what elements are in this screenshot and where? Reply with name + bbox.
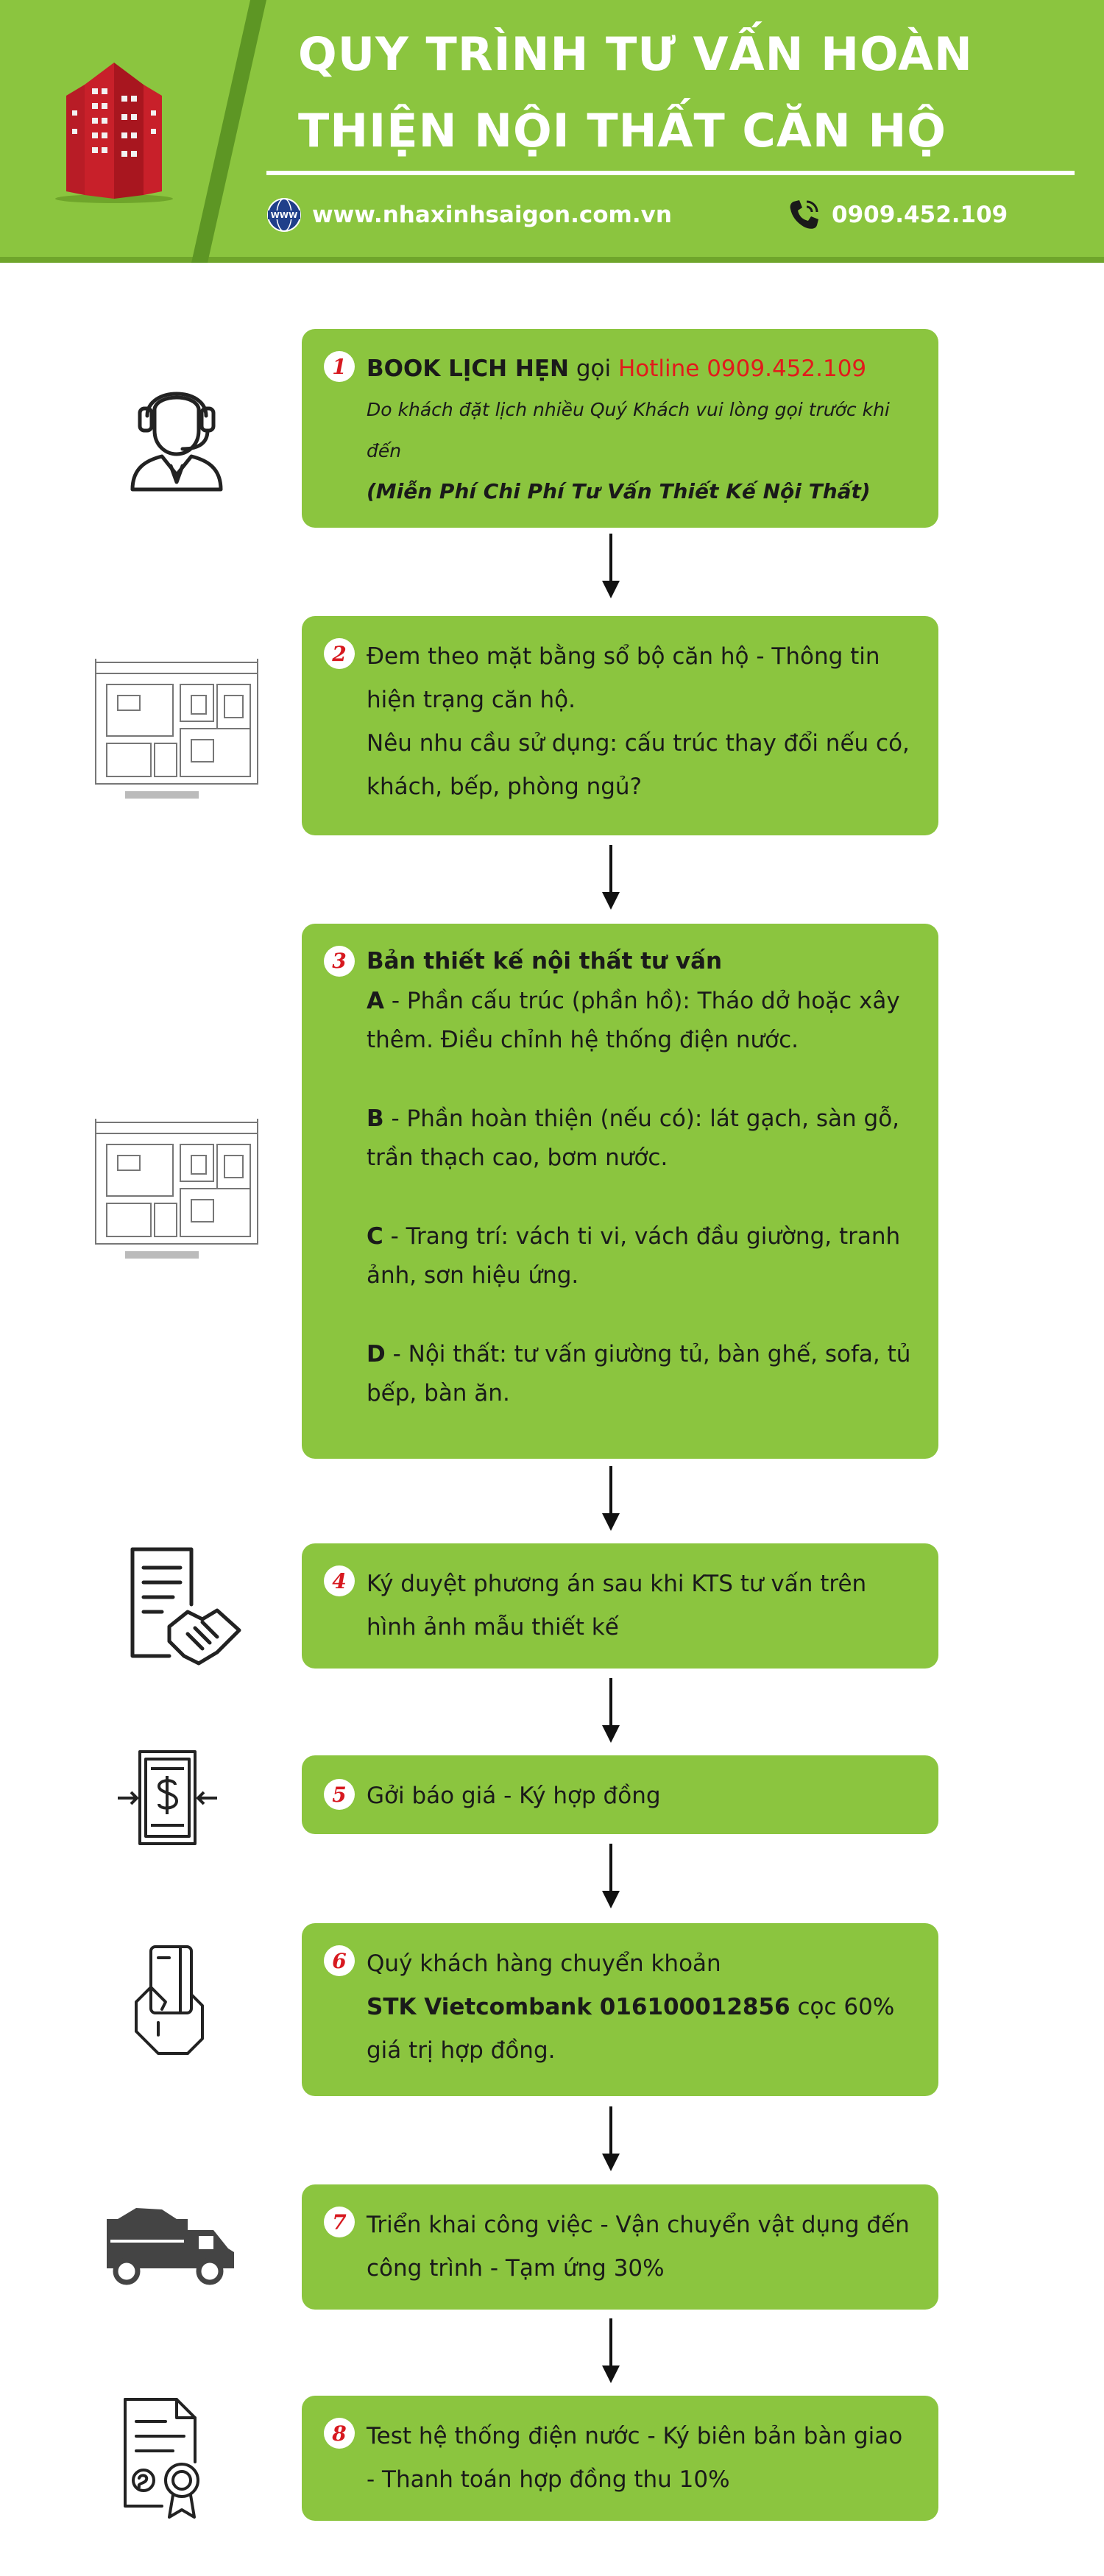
title-line-1: QUY TRÌNH TƯ VẤN HOÀN — [298, 27, 973, 81]
step-1-note: Do khách đặt lịch nhiều Quý Khách vui lò… — [367, 399, 890, 461]
phone-link[interactable]: 0909.452.109 — [786, 197, 1008, 233]
website-link[interactable]: WWW www.nhaxinhsaigon.com.vn — [266, 197, 672, 233]
step-7-box: 7 Triển khai công việc - Vận chuyển vật … — [302, 2184, 938, 2310]
headset-agent-icon — [130, 392, 223, 492]
step-1-headline: BOOK LỊCH HẸN gọi Hotline 0909.452.109 — [367, 348, 918, 389]
step-number: 8 — [324, 2418, 355, 2449]
title-line-2: THIỆN NỘI THẤT CĂN HỘ — [298, 104, 946, 158]
hotline-link[interactable]: Hotline 0909.452.109 — [618, 355, 867, 382]
step-5-text: Gởi báo giá - Ký hợp đồng — [367, 1783, 661, 1809]
step-2-line-2: Nêu nhu cầu sử dụng: cấu trúc thay đổi n… — [367, 730, 910, 800]
website-text: www.nhaxinhsaigon.com.vn — [312, 202, 672, 228]
contract-handshake-icon — [130, 1547, 241, 1666]
step-3-item-b: B - Phần hoàn thiện (nếu có): lát gạch, … — [367, 1105, 900, 1172]
step-3-title: Bản thiết kế nội thất tư vấn — [367, 948, 723, 974]
step-3-item-d: D - Nội thất: tư vấn giường tủ, bàn ghế,… — [367, 1340, 911, 1407]
step-number: 2 — [324, 638, 355, 669]
step-7-text: Triển khai công việc - Vận chuyển vật dụ… — [367, 2212, 910, 2282]
step-3-item-a: A - Phần cấu trúc (phần hồ): Tháo dở hoặ… — [367, 987, 900, 1054]
step-4-text: Ký duyệt phương án sau khi KTS tư vấn tr… — [367, 1571, 867, 1641]
down-arrow-icon — [602, 1678, 620, 1743]
step-3-box: 3 Bản thiết kế nội thất tư vấn A - Phần … — [302, 924, 938, 1459]
step-1-free: (Miễn Phí Chi Phí Tư Vấn Thiết Kế Nội Th… — [367, 479, 871, 503]
step-6-line-2: STK Vietcombank 016100012856 cọc 60% giá… — [367, 1994, 895, 2064]
step-2-box: 2 Đem theo mặt bằng sổ bộ căn hộ - Thông… — [302, 616, 938, 835]
down-arrow-icon — [602, 2318, 620, 2383]
header-divider-stripe — [191, 0, 266, 263]
step-number: 7 — [324, 2207, 355, 2237]
bank-account: STK Vietcombank 016100012856 — [367, 1994, 790, 2020]
call-label: gọi — [569, 355, 618, 382]
step-number: 5 — [324, 1779, 355, 1810]
step-5-box: 5 Gởi báo giá - Ký hợp đồng — [302, 1755, 938, 1834]
step-6-box: 6 Quý khách hàng chuyển khoản STK Vietco… — [302, 1923, 938, 2096]
page-title: QUY TRÌNH TƯ VẤN HOÀN THIỆN NỘI THẤT CĂN… — [298, 16, 1093, 169]
step-number: 3 — [324, 946, 355, 977]
floor-plan-icon — [95, 1119, 258, 1259]
down-arrow-icon — [602, 1844, 620, 1908]
step-2-line-1: Đem theo mặt bằng sổ bộ căn hộ - Thông t… — [367, 643, 880, 713]
down-arrow-icon — [602, 534, 620, 598]
header-banner: QUY TRÌNH TƯ VẤN HOÀN THIỆN NỘI THẤT CĂN… — [0, 0, 1104, 263]
certificate-icon — [124, 2398, 199, 2519]
globe-www-icon: WWW — [267, 198, 301, 232]
step-number: 4 — [324, 1565, 355, 1596]
down-arrow-icon — [602, 1466, 620, 1531]
down-arrow-icon — [602, 845, 620, 910]
book-appointment-label: BOOK LỊCH HẸN — [367, 355, 569, 382]
building-logo-icon — [55, 63, 173, 203]
truck-icon — [107, 2208, 234, 2285]
invoice-dollar-icon — [118, 1750, 217, 1845]
floor-plan-icon — [95, 659, 258, 799]
step-4-box: 4 Ký duyệt phương án sau khi KTS tư vấn … — [302, 1543, 938, 1669]
card-payment-icon — [135, 1945, 204, 2055]
down-arrow-icon — [602, 2106, 620, 2171]
title-underline — [266, 171, 1075, 175]
step-8-box: 8 Test hệ thống điện nước - Ký biên bản … — [302, 2396, 938, 2521]
step-1-box: 1 BOOK LỊCH HẸN gọi Hotline 0909.452.109… — [302, 329, 938, 528]
www-label: WWW — [271, 210, 297, 220]
step-8-text: Test hệ thống điện nước - Ký biên bản bà… — [367, 2423, 903, 2493]
phone-icon — [790, 200, 818, 229]
step-6-line-1: Quý khách hàng chuyển khoản — [367, 1950, 721, 1977]
step-3-item-c: C - Trang trí: vách ti vi, vách đầu giườ… — [367, 1222, 901, 1289]
step-number: 6 — [324, 1945, 355, 1976]
step-number: 1 — [324, 351, 355, 382]
phone-text: 0909.452.109 — [832, 202, 1008, 228]
